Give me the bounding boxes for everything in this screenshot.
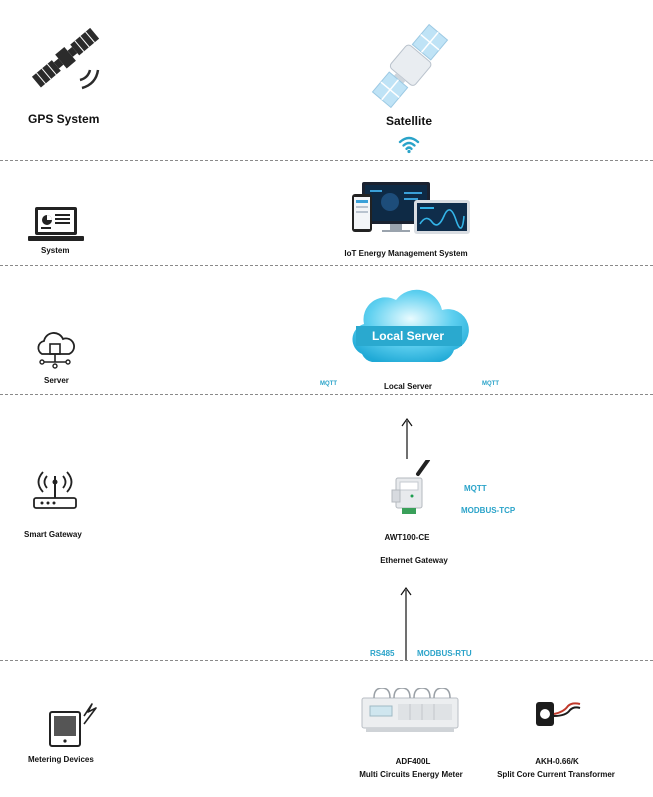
system-label: System bbox=[41, 246, 70, 255]
rs485-label: RS485 bbox=[370, 649, 395, 658]
gateway-modbus-tcp-label: MODBUS-TCP bbox=[461, 506, 516, 515]
split-core-ct-icon bbox=[528, 696, 582, 732]
up-arrow-to-server bbox=[400, 417, 414, 459]
meter-model-label: ADF400L bbox=[395, 757, 431, 766]
separator-1 bbox=[0, 160, 653, 161]
gateway-mqtt-label: MQTT bbox=[464, 484, 487, 493]
din-energy-meter-icon bbox=[360, 688, 460, 736]
separator-3 bbox=[0, 394, 653, 395]
gateway-model-label: AWT100-CE bbox=[384, 533, 430, 542]
separator-4 bbox=[0, 660, 653, 661]
cloud-text-band bbox=[356, 326, 462, 346]
metering-devices-label: Metering Devices bbox=[28, 755, 94, 764]
server-label: Server bbox=[44, 376, 69, 385]
local-server-label: Local Server bbox=[383, 382, 433, 391]
mqtt-right: MQTT bbox=[482, 381, 499, 387]
separator-2 bbox=[0, 265, 653, 266]
ct-desc-label: Split Core Current Transformer bbox=[497, 770, 615, 779]
din-gateway-icon bbox=[388, 460, 434, 516]
gps-satellite-icon bbox=[24, 22, 104, 97]
ct-model-label: AKH-0.66/K bbox=[535, 757, 579, 766]
smart-gateway-label: Smart Gateway bbox=[24, 530, 82, 539]
laptop-report-icon bbox=[28, 205, 84, 245]
modbus-rtu-label: MODBUS-RTU bbox=[417, 649, 472, 658]
up-arrow-to-gateway bbox=[399, 586, 413, 660]
satellite-icon bbox=[360, 20, 460, 112]
router-icon bbox=[32, 466, 78, 512]
gps-system-label: GPS System bbox=[28, 112, 100, 126]
iot-system-label: IoT Energy Management System bbox=[344, 249, 468, 258]
wifi-icon bbox=[398, 134, 420, 154]
cloud-text: Local Server bbox=[371, 329, 445, 343]
cloud-network-icon bbox=[32, 330, 78, 370]
gateway-desc-label: Ethernet Gateway bbox=[380, 556, 448, 565]
meter-desc-label: Multi Circuits Energy Meter bbox=[359, 770, 463, 779]
mqtt-left: MQTT bbox=[320, 381, 337, 387]
devices-dashboard-icon bbox=[352, 180, 470, 236]
satellite-label: Satellite bbox=[385, 114, 433, 128]
tablet-meter-icon bbox=[48, 698, 102, 748]
